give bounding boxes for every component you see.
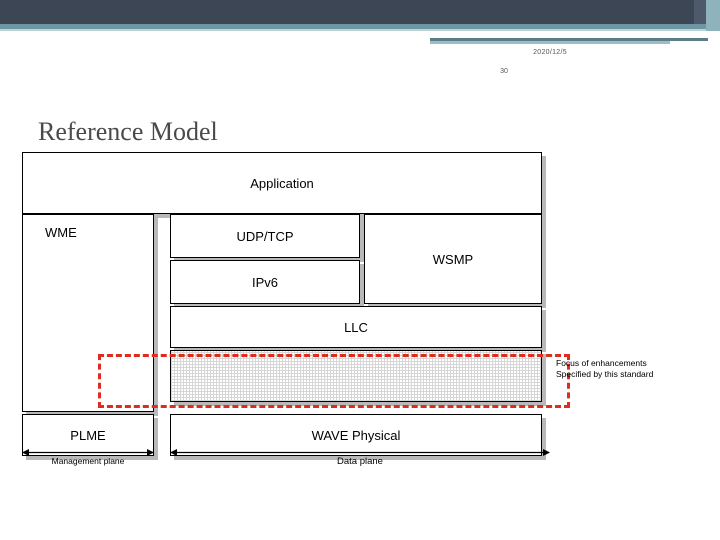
focus-highlight-box [98, 354, 570, 408]
layer-label-udp-tcp: UDP/TCP [236, 228, 294, 244]
layer-label-wme: WME [45, 225, 77, 240]
header-band [0, 0, 720, 24]
header-band-accent [0, 24, 720, 29]
layer-box-ipv6: IPv6 [170, 260, 360, 304]
reference-model-diagram: Application WME UDP/TCP IPv6 WSMP LLC PL… [22, 152, 570, 460]
header-corner-accent [706, 0, 720, 31]
callout-text: Focus of enhancements Specified by this … [556, 358, 716, 380]
layer-label-llc: LLC [344, 319, 368, 335]
layer-box-wsmp: WSMP [364, 214, 542, 304]
layer-box-mac [170, 350, 542, 402]
header-band-accent-light [0, 29, 720, 31]
layer-box-plme: PLME [22, 414, 154, 456]
page-title: Reference Model [38, 117, 218, 146]
header-rule-dark [430, 38, 708, 41]
header-rule-light [430, 41, 670, 44]
layer-label-plme: PLME [70, 427, 106, 443]
slide-page-number: 30 [500, 68, 508, 75]
data-plane-label: Data plane [337, 456, 383, 467]
layer-box-wave-physical: WAVE Physical [170, 414, 542, 456]
slide-date: 2020/12/5 [533, 49, 567, 56]
management-plane-label: Management plane [51, 456, 125, 466]
management-plane-arrow [22, 449, 154, 456]
layer-label-ipv6: IPv6 [251, 274, 278, 290]
layer-label-application: Application [250, 175, 314, 191]
layer-box-udp-tcp: UDP/TCP [170, 214, 360, 258]
layer-label-wsmp: WSMP [432, 251, 474, 267]
callout-line-2: Specified by this standard [556, 369, 654, 379]
callout-line-1: Focus of enhancements [556, 358, 647, 368]
layer-box-wme: WME [22, 214, 154, 412]
layer-box-llc: LLC [170, 306, 542, 348]
layer-box-application: Application [22, 152, 542, 214]
layer-label-wave-physical: WAVE Physical [311, 427, 401, 443]
data-plane-arrow [170, 449, 550, 456]
